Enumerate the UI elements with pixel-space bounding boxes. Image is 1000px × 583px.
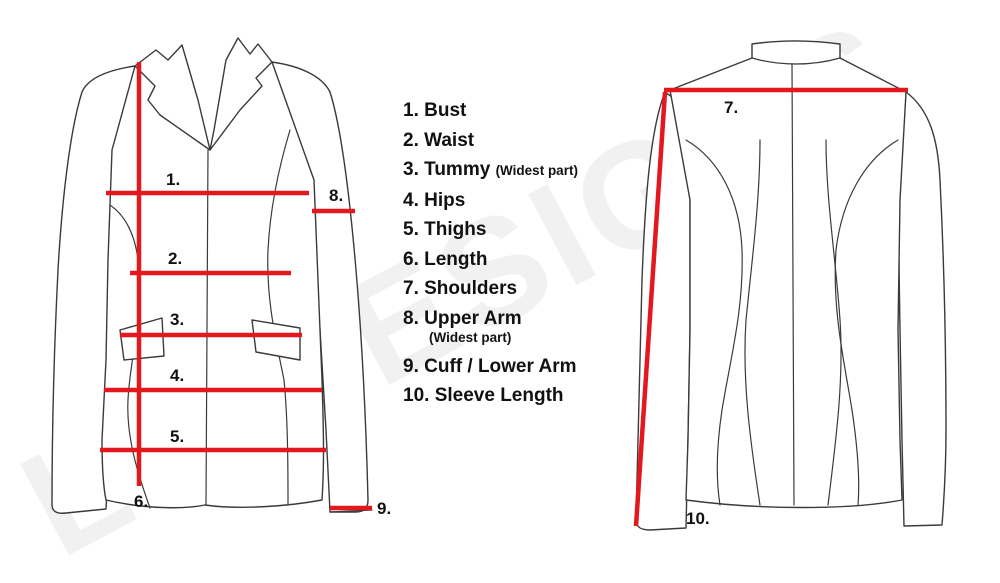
legend-text: 5. Thighs <box>403 219 487 240</box>
legend-text: 1. Bust <box>403 100 467 121</box>
hips-label: 4. <box>170 366 184 385</box>
back-body <box>669 40 907 509</box>
legend-item-shoulders: 7. Shoulders <box>403 274 578 304</box>
legend-text: 6. Length <box>403 248 488 270</box>
legend-note: (Widest part) <box>495 163 578 178</box>
length-label: 6. <box>134 492 148 511</box>
measurement-lines <box>100 62 908 527</box>
back-right-panel-seam <box>834 139 899 506</box>
legend-text: 2. Waist <box>403 129 475 151</box>
back-jacket <box>635 40 947 531</box>
measurement-labels: 1. 2. 3. 4. 5. 6. 8. 9. 7. 10. <box>134 98 738 528</box>
front-right-lapel <box>209 37 273 151</box>
legend-item-bust: 1. Bust <box>403 96 578 126</box>
legend-item-upper-arm: 8. Upper Arm(Widest part) <box>403 304 578 352</box>
front-right-princess-seam <box>267 129 291 506</box>
legend-item-sleeve-length: 10. Sleeve Length <box>403 381 578 411</box>
thighs-label: 5. <box>170 427 184 446</box>
front-body <box>101 53 325 509</box>
sleeve-length-label: 10. <box>686 509 710 528</box>
bust-label: 1. <box>166 170 180 189</box>
legend-item-cuff: 9. Cuff / Lower Arm <box>403 352 578 382</box>
front-right-cuff-line <box>329 509 373 513</box>
back-left-inner-seam <box>744 139 761 506</box>
legend-item-waist: 2. Waist <box>403 126 578 156</box>
front-center-seam <box>205 149 209 506</box>
cuff-label: 9. <box>377 499 391 518</box>
front-right-pocket-flap <box>251 319 301 361</box>
back-right-inner-seam <box>825 139 842 506</box>
front-left-lapel <box>134 44 211 151</box>
legend-item-hips: 4. Hips <box>403 186 578 216</box>
legend-text: 9. Cuff / Lower Arm <box>403 355 577 377</box>
legend-item-length: 6. Length <box>403 245 578 275</box>
legend-item-tummy: 3. Tummy (Widest part) <box>403 155 578 186</box>
sleeve-length-line <box>633 91 668 527</box>
front-jacket <box>51 37 373 514</box>
legend-text: 3. Tummy <box>403 159 491 180</box>
tummy-label: 3. <box>170 310 184 329</box>
back-collar-line <box>751 57 841 65</box>
back-right-sleeve <box>897 91 947 527</box>
back-left-sleeve <box>635 91 691 531</box>
upper-arm-label: 8. <box>329 186 343 205</box>
back-center-seam <box>791 63 795 506</box>
front-left-pocket-flap <box>119 317 165 361</box>
shoulders-label: 7. <box>724 98 738 117</box>
legend-text: 4. Hips <box>403 189 466 211</box>
waist-label: 2. <box>168 249 182 268</box>
legend-text: 8. Upper Arm <box>403 307 522 329</box>
legend-text: 10. Sleeve Length <box>403 385 564 406</box>
back-left-panel-seam <box>685 139 743 506</box>
legend-text: 7. Shoulders <box>403 278 518 299</box>
legend-item-thighs: 5. Thighs <box>403 215 578 245</box>
legend-note: (Widest part) <box>429 329 512 345</box>
measurement-legend: 1. Bust 2. Waist 3. Tummy (Widest part) … <box>403 96 578 411</box>
